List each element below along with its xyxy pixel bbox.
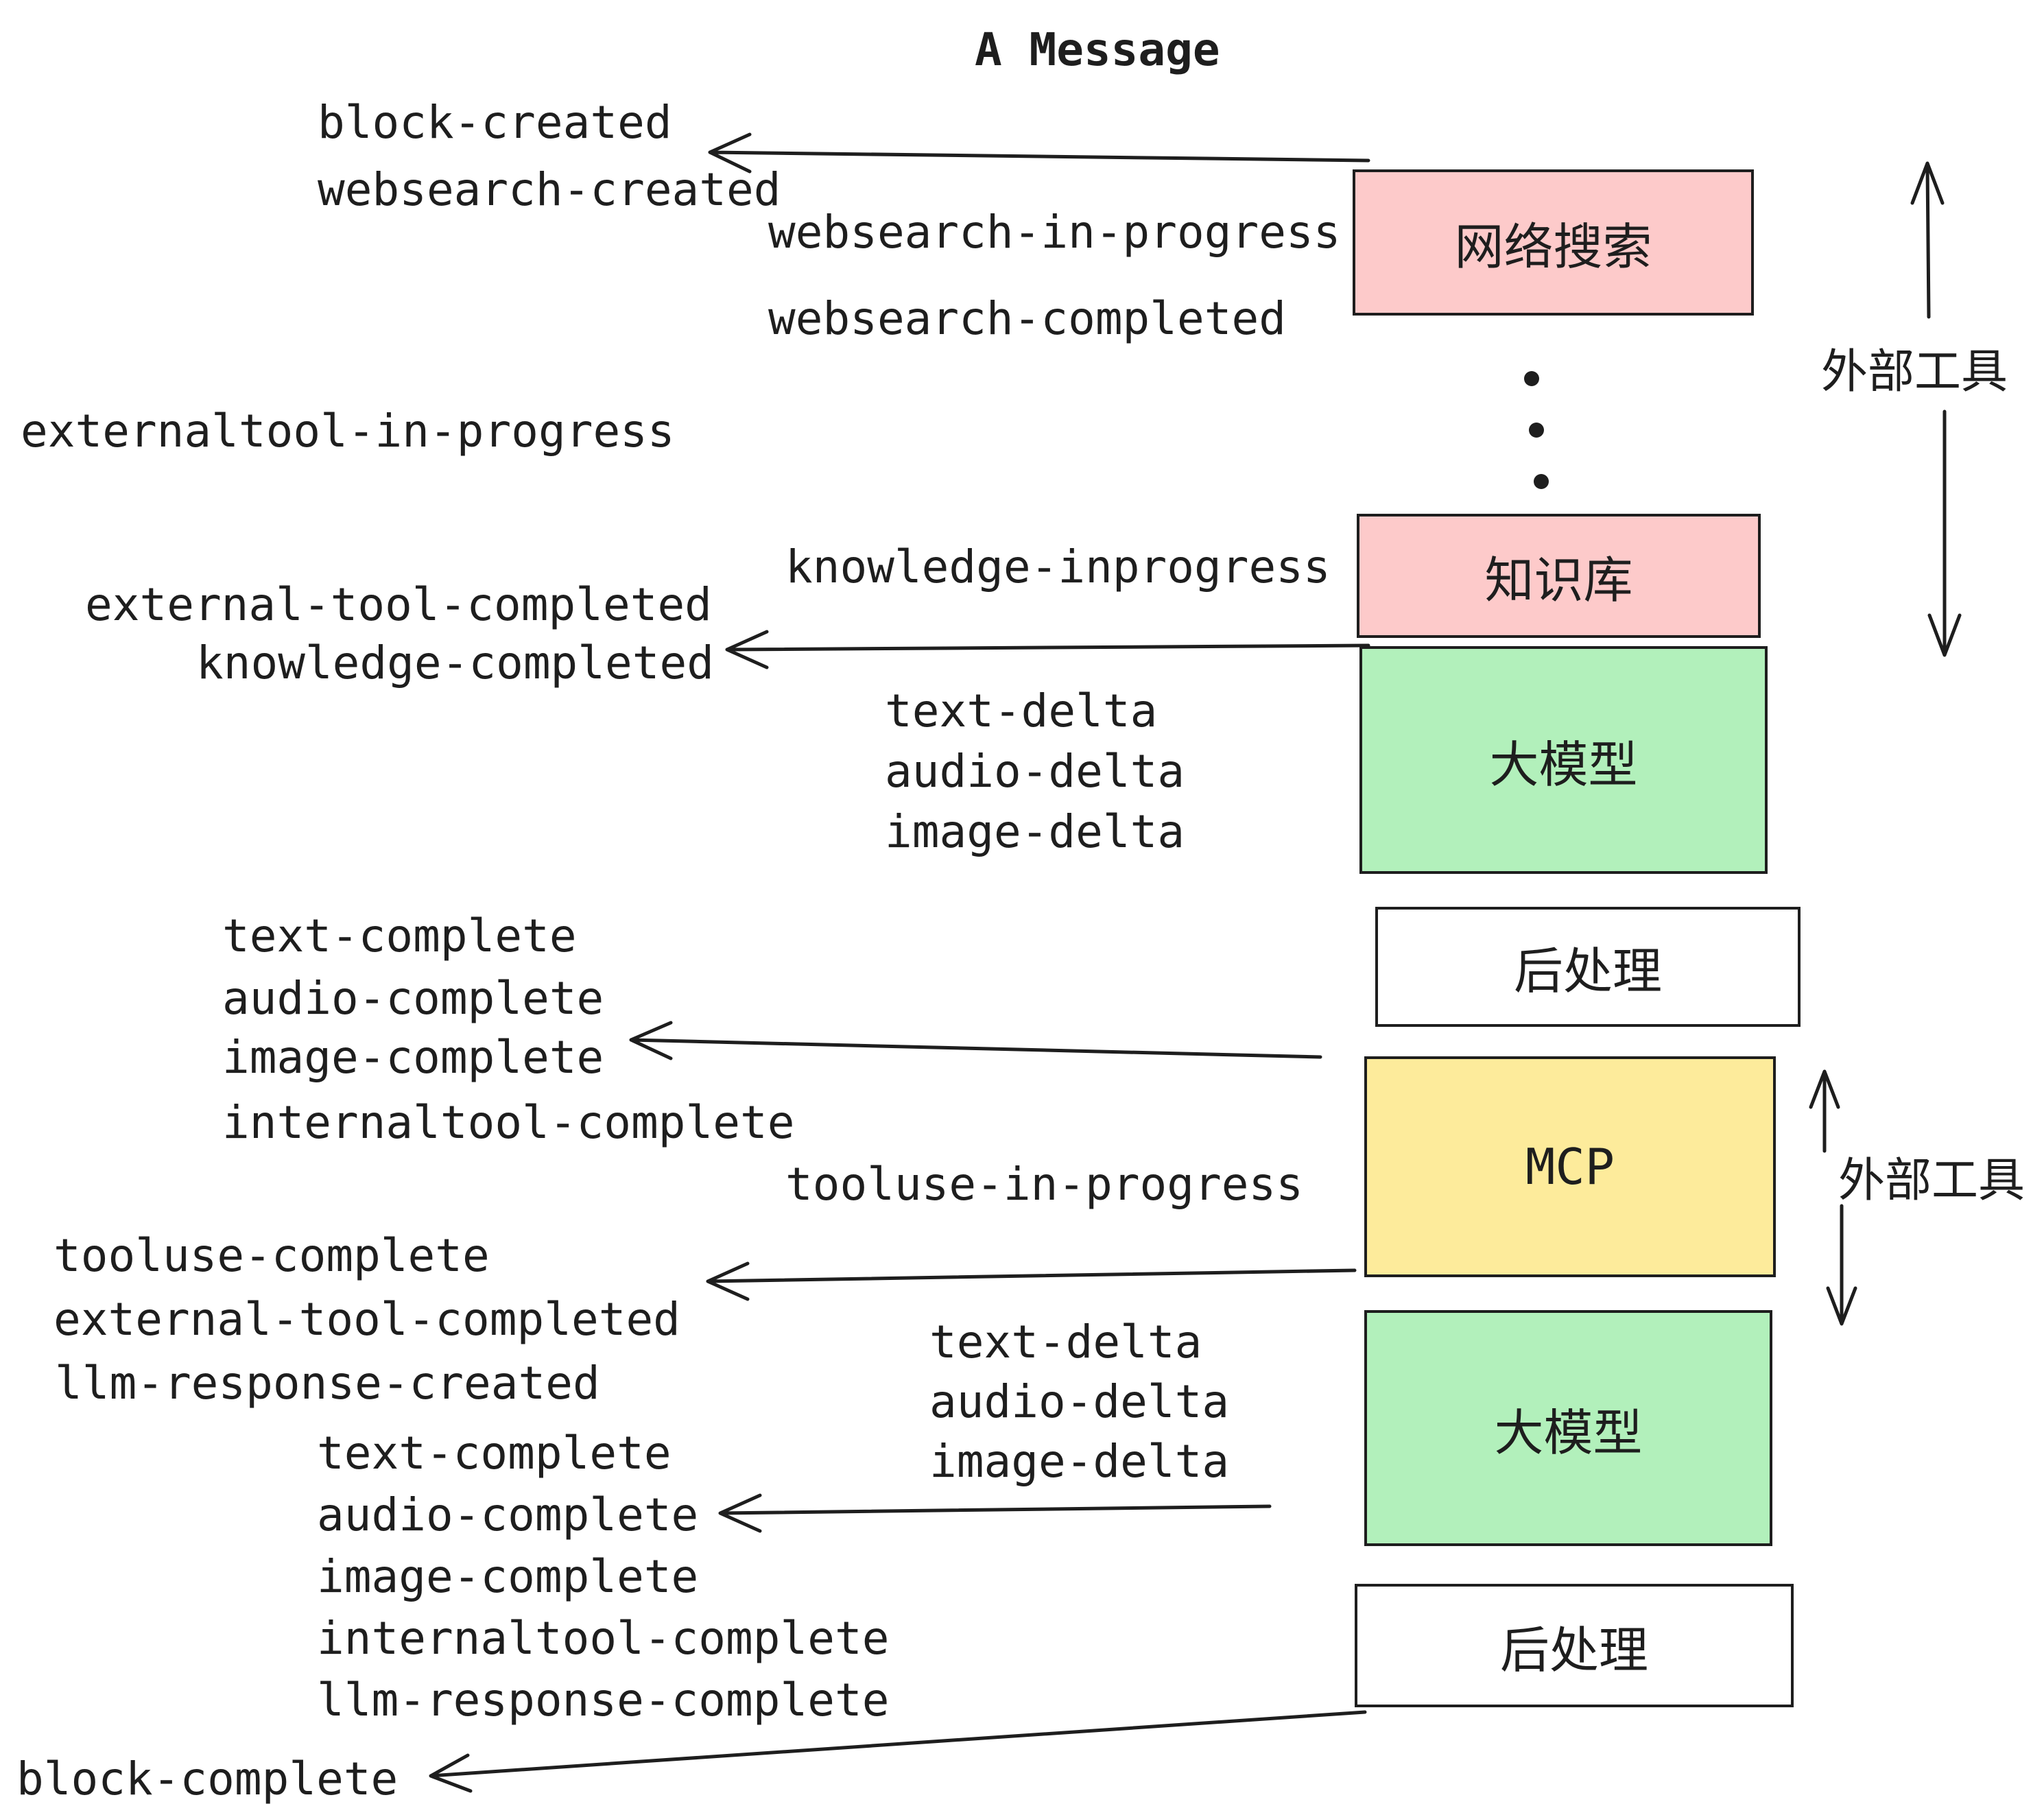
postprocess-box-2: 后处理 (1355, 1584, 1794, 1707)
event-websearch-in-progress: websearch-in-progress (768, 206, 1341, 259)
event-websearch-created: websearch-created (318, 163, 781, 216)
arrow-websearch-to-block-created (708, 132, 1370, 174)
event-llm-response-created: llm-response-created (55, 1357, 600, 1410)
mcp-box: MCP (1364, 1056, 1776, 1277)
event-internaltool-complete-1: internaltool-complete (222, 1096, 795, 1149)
llm-box-2: 大模型 (1364, 1310, 1772, 1546)
event-text-complete-2: text-complete (317, 1427, 672, 1480)
event-audio-delta-1: audio-delta (885, 745, 1185, 798)
event-audio-complete-1: audio-complete (222, 972, 604, 1025)
arrow-external-tools-down (1927, 410, 1962, 657)
event-external-tool-completed-2: external-tool-completed (54, 1293, 680, 1346)
postprocess-box-2-label: 后处理 (1499, 1623, 1648, 1678)
event-internaltool-complete-2: internaltool-complete (317, 1612, 890, 1665)
page-title: A Message (975, 23, 1220, 76)
event-text-delta-2: text-delta (929, 1316, 1202, 1368)
knowledge-box: 知识库 (1357, 514, 1761, 638)
event-audio-complete-2: audio-complete (317, 1488, 699, 1541)
external-tools-label-bottom: 外部工具 (1838, 1154, 2025, 1207)
event-tooluse-in-progress: tooluse-in-progress (785, 1158, 1303, 1211)
event-text-delta-1: text-delta (885, 685, 1158, 737)
arrow-llm2-to-audio-complete (718, 1493, 1272, 1533)
event-websearch-completed: websearch-completed (768, 292, 1286, 345)
ellipsis-dot-icon (1524, 371, 1539, 386)
ellipsis-dot-icon (1529, 423, 1544, 438)
knowledge-box-label: 知识库 (1484, 554, 1633, 608)
event-audio-delta-2: audio-delta (929, 1375, 1230, 1428)
event-image-delta-2: image-delta (929, 1435, 1230, 1488)
event-block-complete: block-complete (16, 1753, 399, 1804)
arrow-post-to-image-complete (629, 1021, 1322, 1060)
arrow-external-tools-up (1910, 161, 1945, 319)
postprocess-box-1: 后处理 (1375, 907, 1801, 1027)
websearch-box: 网络搜索 (1353, 169, 1754, 316)
event-image-complete-1: image-complete (222, 1031, 604, 1084)
event-knowledge-completed: knowledge-completed (196, 637, 714, 689)
event-tooluse-complete: tooluse-complete (54, 1229, 490, 1282)
external-tools-label-top: 外部工具 (1821, 346, 2008, 398)
event-external-tool-completed-1: external-tool-completed (85, 578, 712, 631)
arrow-external-tools2-up (1809, 1069, 1840, 1153)
llm-box-1: 大模型 (1359, 646, 1768, 874)
arrow-llm-to-knowledge-completed (725, 630, 1370, 669)
event-llm-response-complete: llm-response-complete (317, 1674, 890, 1726)
llm-box-2-label: 大模型 (1494, 1405, 1643, 1461)
event-externaltool-in-progress: externaltool-in-progress (21, 405, 675, 458)
ellipsis-dot-icon (1534, 474, 1549, 489)
event-block-created: block-created (318, 96, 672, 149)
event-image-complete-2: image-complete (317, 1550, 699, 1603)
event-knowledge-inprogress: knowledge-inprogress (785, 541, 1331, 593)
websearch-box-label: 网络搜索 (1454, 220, 1652, 275)
arrow-external-tools2-down (1826, 1204, 1857, 1326)
postprocess-box-1-label: 后处理 (1513, 945, 1662, 999)
event-image-delta-1: image-delta (885, 805, 1185, 858)
llm-box-1-label: 大模型 (1489, 737, 1638, 793)
event-text-complete-1: text-complete (222, 910, 577, 962)
mcp-box-label: MCP (1525, 1138, 1615, 1196)
arrow-mcp-to-tooluse-complete (706, 1261, 1357, 1301)
